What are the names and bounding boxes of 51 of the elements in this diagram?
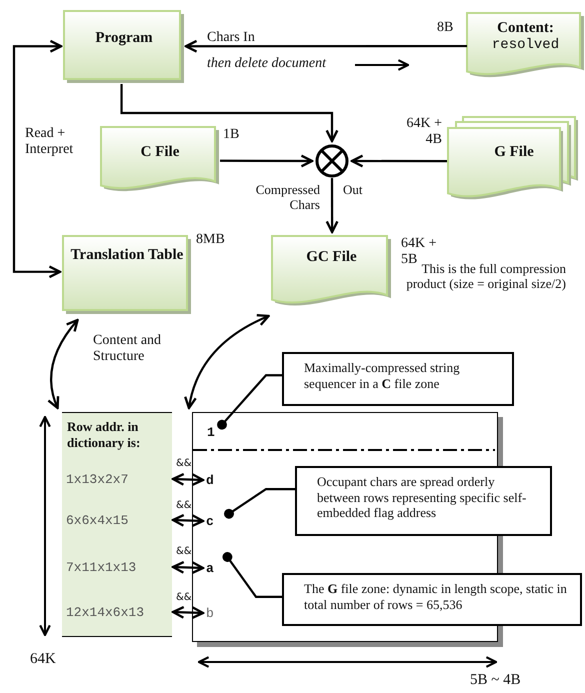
node-title: Translation Table	[70, 247, 184, 264]
arrow	[184, 314, 270, 410]
size-label: 64K + 4B	[405, 116, 442, 148]
node-title: C File	[140, 144, 180, 161]
callout-text: The G file zone: dynamic in length scope, static in total number of rows = 65,536	[304, 581, 568, 612]
edge-label: &&	[176, 500, 192, 512]
arrow	[172, 560, 204, 574]
node-title: GC File	[305, 249, 358, 266]
leader-line	[224, 488, 295, 519]
panel-heading: Row addr. in dictionary is:	[66, 418, 142, 451]
arrow	[220, 154, 314, 168]
size-label: 1B	[223, 127, 240, 144]
arrow	[12, 40, 62, 278]
arrow	[48, 318, 79, 410]
callout-text: Occupant chars are spread orderly between rows representing specific self-embedded flag address	[317, 474, 528, 521]
leader-line	[222, 552, 282, 598]
callout-box	[282, 352, 514, 406]
row-char: b	[206, 605, 220, 623]
arrow	[172, 606, 204, 620]
node-title: Content:	[496, 20, 555, 37]
arrow	[350, 154, 447, 168]
row-char: a	[206, 560, 220, 578]
arrow	[120, 84, 338, 142]
edge-label: Compressed Chars	[254, 183, 320, 213]
arrow	[172, 514, 204, 528]
node-title: Program	[94, 30, 154, 47]
callout-text: Maximally-compressed string sequencer in a C file zone	[304, 360, 461, 392]
dimension-label: 64K	[30, 651, 56, 668]
edge-label: Content and Structure	[93, 333, 162, 366]
row-char: c	[206, 513, 220, 531]
arrow	[184, 40, 467, 53]
dictionary-panel	[62, 412, 172, 637]
node-title: G File	[493, 144, 535, 161]
edge-label: Chars In	[207, 30, 255, 46]
edge-label: &&	[176, 458, 192, 470]
callout-box	[282, 573, 582, 626]
edge-label: &&	[176, 546, 192, 558]
size-label: 8B	[437, 20, 454, 36]
size-label: 8MB	[196, 232, 225, 248]
arrow	[326, 178, 339, 234]
note-text: then delete document	[207, 56, 326, 72]
callout-box	[295, 466, 552, 536]
arrow	[172, 472, 204, 486]
edge-label: &&	[176, 592, 192, 604]
leader-line	[217, 374, 282, 430]
dimension-label: 5B ~ 4B	[470, 672, 521, 690]
row-char: 1	[207, 424, 221, 441]
output-label: Out	[343, 183, 362, 198]
row-char: d	[206, 472, 220, 490]
edge-label: Read + Interpret	[25, 126, 74, 158]
node-subtitle: resolved	[490, 37, 560, 53]
